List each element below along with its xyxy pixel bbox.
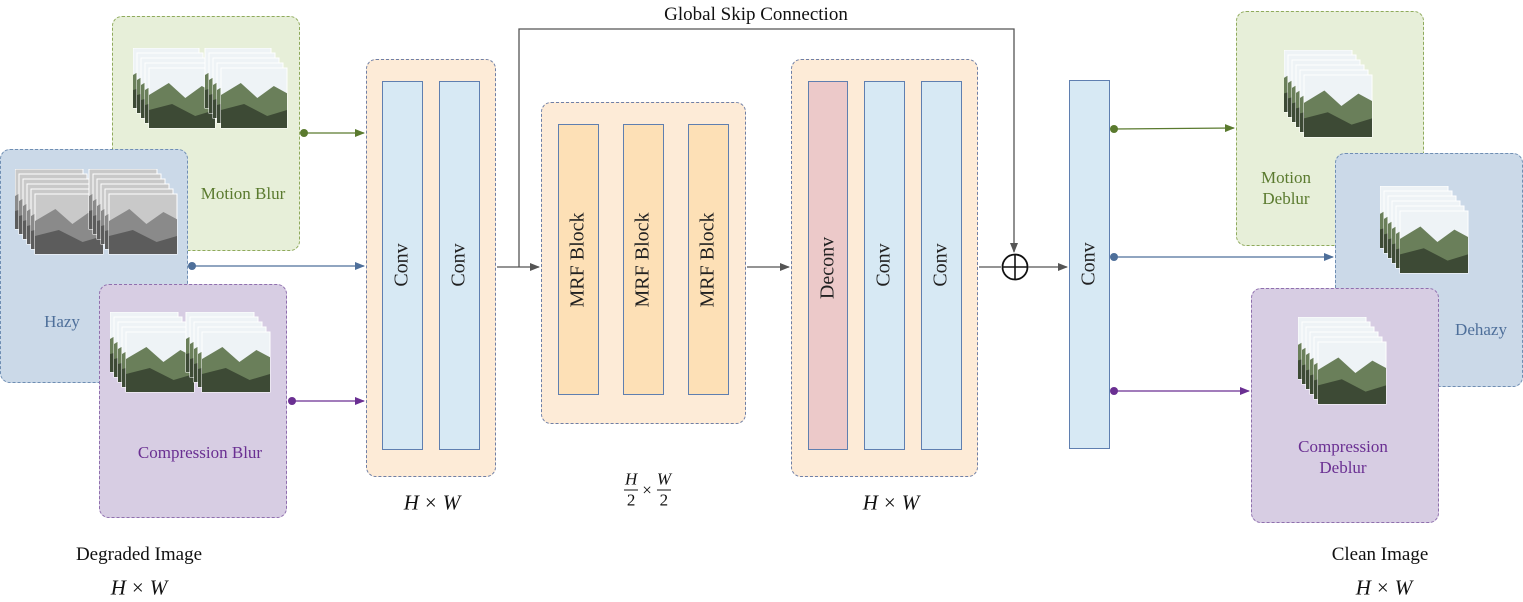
mrf-block-2 (623, 124, 664, 395)
degraded-image-caption: Degraded Image (75, 544, 203, 565)
dehazy-arrow (1110, 253, 1334, 261)
thumbnail-stack (109, 311, 271, 393)
encoder-size: H×W (403, 490, 461, 515)
thumbnail-stack (1297, 316, 1387, 405)
motion-blur-arrow (300, 129, 365, 137)
hazy-label: Hazy (44, 312, 80, 331)
decoder-conv-2 (921, 81, 962, 450)
compression-blur-label: Compression Blur (137, 443, 263, 462)
sum-node (1001, 253, 1029, 281)
decoder-size: H×W (862, 490, 920, 515)
clean-image-size: H×W (1355, 575, 1413, 600)
motion-deblur-arrow (1110, 124, 1235, 133)
compression-deblur-arrow (1110, 387, 1250, 395)
compression-blur-thumbnails (109, 311, 280, 407)
dehazy-label: Dehazy (1455, 320, 1507, 339)
thumbnail-stack (1379, 185, 1469, 274)
thumbnail-stack (14, 168, 178, 255)
decoder-conv-1 (864, 81, 905, 450)
compression-deblur-thumbnails (1297, 316, 1393, 412)
motion-blur-label: Motion Blur (200, 184, 286, 203)
thumbnail-stack (132, 47, 288, 129)
clean-image-caption: Clean Image (1331, 544, 1429, 565)
global-skip-line (518, 28, 1018, 267)
hazy-thumbnails (14, 168, 185, 264)
dehazy-thumbnails (1379, 185, 1475, 281)
mrf-block-3 (688, 124, 729, 395)
motion-blur-thumbnails (132, 47, 303, 143)
encoder-conv-1 (382, 81, 423, 450)
decoder-deconv (808, 81, 848, 450)
output-conv (1069, 80, 1110, 449)
compression-blur-arrow (288, 397, 365, 405)
mrf-block-1 (558, 124, 599, 395)
global-skip-title: Global Skip Connection (664, 4, 848, 25)
encoder-conv-2 (439, 81, 480, 450)
thumbnail-stack (1283, 49, 1373, 138)
hazy-arrow (188, 262, 365, 270)
degraded-image-size: H×W (110, 575, 168, 600)
motion-deblur-thumbnails (1283, 49, 1379, 145)
